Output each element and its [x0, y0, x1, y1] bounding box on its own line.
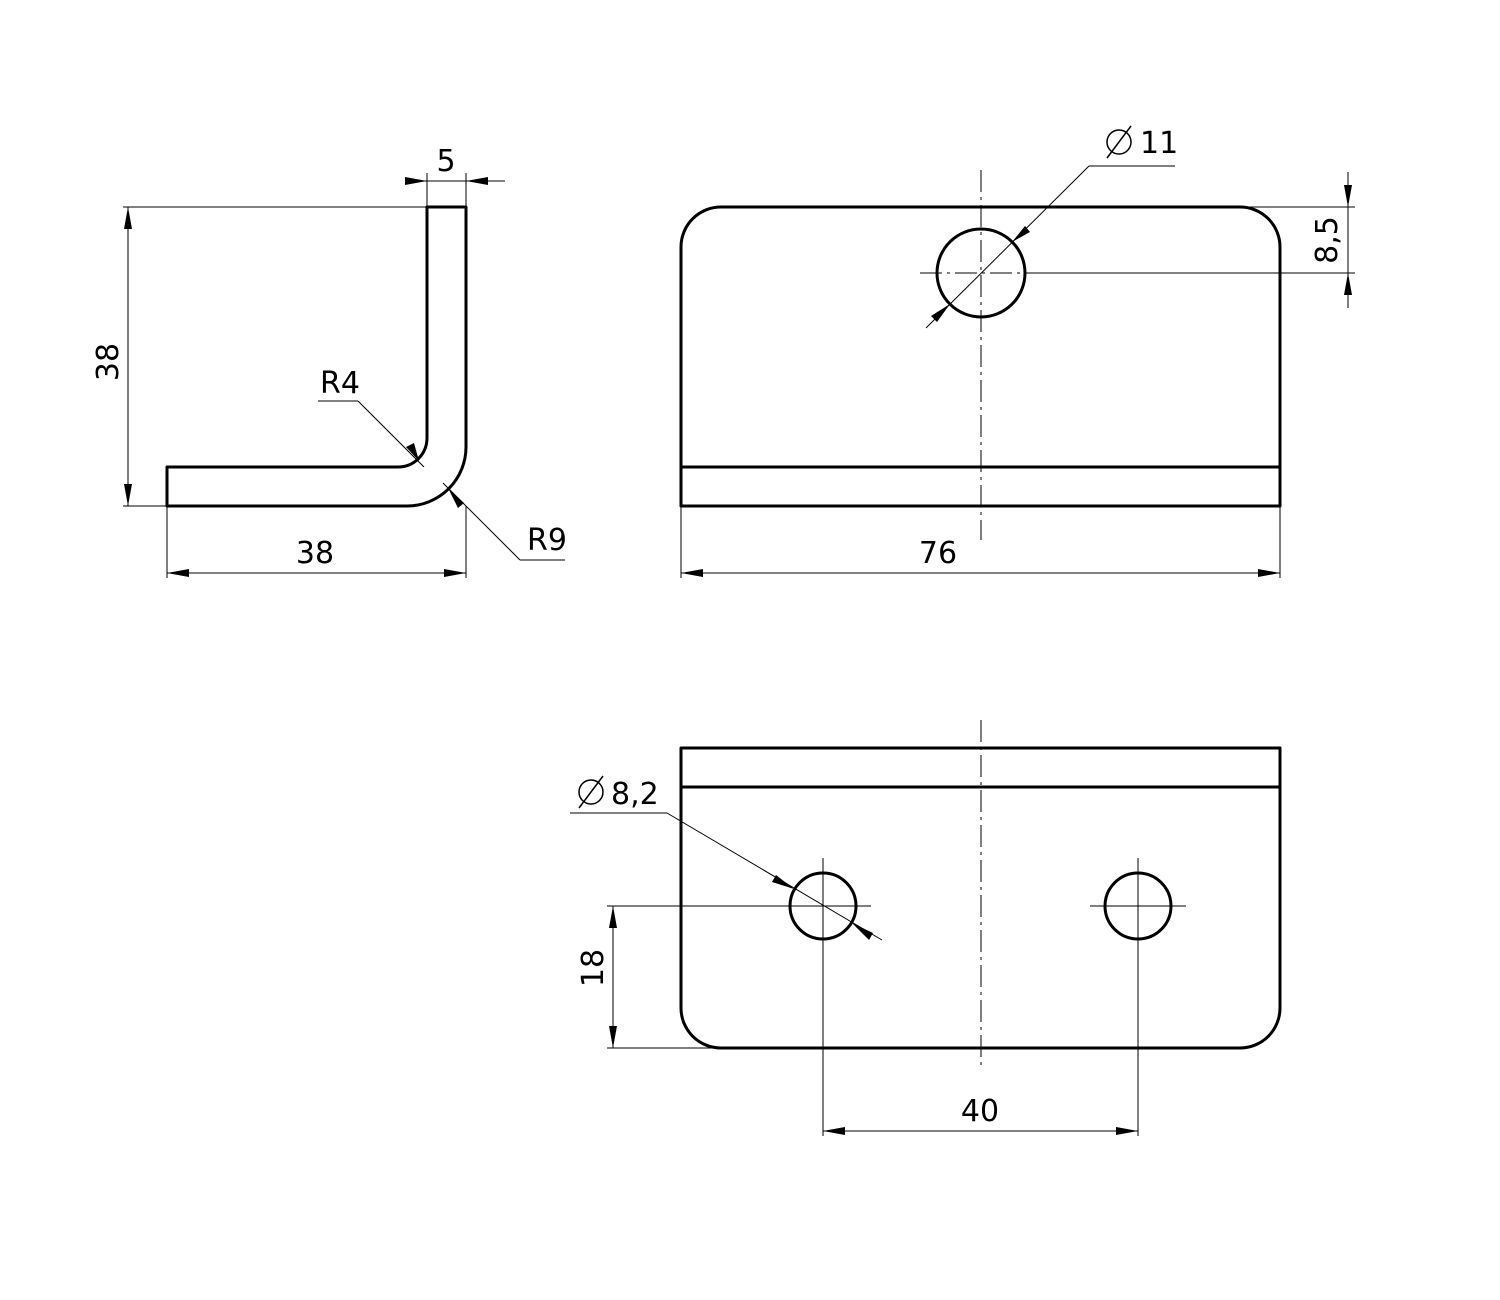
diameter-symbol-icon: [1106, 125, 1132, 159]
front-view: 11 8,5 76: [679, 125, 1355, 578]
outer-radius-label: R9: [527, 523, 567, 558]
hole-spacing-label: 40: [961, 1094, 999, 1129]
diameter-symbol-icon: [578, 775, 604, 809]
inner-radius-label: R4: [320, 366, 360, 401]
l-profile-outline: [165, 205, 468, 508]
length-label: 76: [919, 536, 957, 571]
bottom-plate-outline: [679, 746, 1282, 1050]
height-label: 38: [91, 343, 126, 381]
small-hole-diameter-label: 8,2: [611, 777, 659, 812]
large-hole-diameter-label: 11: [1140, 126, 1178, 161]
width-label: 38: [296, 536, 334, 571]
hole-offset-label: 8,5: [1310, 216, 1345, 264]
side-view: 5 38 38 R4 R9: [91, 144, 567, 578]
bottom-view: 8,2 18 40: [570, 720, 1282, 1136]
hole-edge-offset-label: 18: [576, 949, 611, 987]
thickness-label: 5: [436, 144, 455, 179]
